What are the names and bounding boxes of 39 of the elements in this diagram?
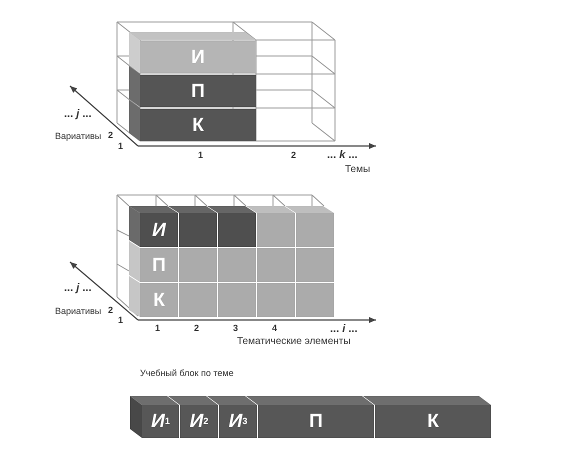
tick-label: 1 — [155, 324, 160, 334]
block — [218, 283, 256, 317]
axis-title: Вариативы — [55, 132, 102, 142]
section-heading: Учебный блок по теме — [140, 369, 234, 379]
block — [257, 248, 295, 282]
axis-value-label: ... k ... — [327, 149, 358, 162]
tick-label: 1 — [118, 316, 124, 326]
axis-title: Вариативы — [55, 307, 102, 317]
axis-title: Тематические элементы — [237, 336, 351, 347]
block — [257, 213, 295, 247]
axis-value-label: ... i ... — [330, 323, 358, 336]
block — [218, 248, 256, 282]
block — [296, 213, 334, 247]
tick-label: 2 — [291, 151, 296, 161]
tick-label: 1 — [198, 151, 204, 161]
axis-value-label: ... j ... — [64, 108, 92, 120]
block: К — [140, 109, 256, 141]
block — [218, 213, 256, 247]
block: П — [258, 405, 374, 438]
tick-label: 2 — [108, 306, 114, 316]
block — [179, 248, 217, 282]
tick-label: 4 — [272, 324, 278, 334]
tick-label: 2 — [194, 324, 200, 334]
axis-value-label: ... j ... — [64, 282, 92, 294]
block: И — [140, 41, 256, 73]
axis-title: Темы — [345, 164, 370, 175]
block — [296, 248, 334, 282]
block — [296, 283, 334, 317]
block — [179, 283, 217, 317]
block — [179, 213, 217, 247]
block: К — [140, 283, 178, 317]
block: К — [375, 405, 491, 438]
tick-label: 2 — [108, 131, 114, 141]
tick-label: 3 — [233, 324, 238, 334]
block: И — [140, 213, 178, 247]
block — [257, 283, 295, 317]
block: П — [140, 248, 178, 282]
tick-label: 1 — [118, 142, 124, 152]
block: П — [140, 75, 256, 107]
